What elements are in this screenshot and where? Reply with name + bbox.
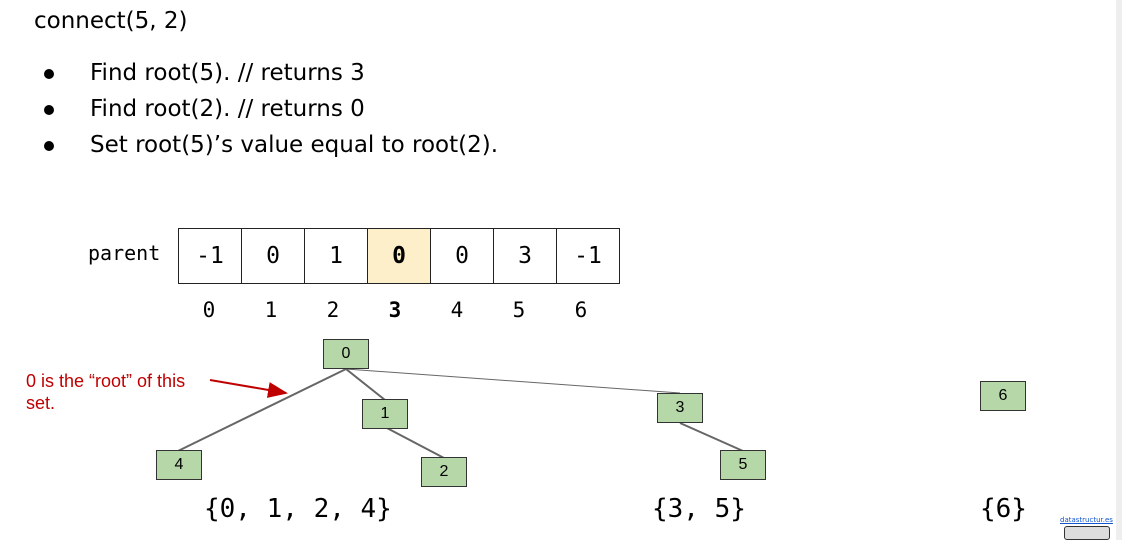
tree-node-1: 1 <box>362 399 408 429</box>
set-label-1: {3, 5} <box>652 494 746 524</box>
array-index-3: 3 <box>388 298 402 322</box>
bullet-item: Find root(5). // returns 3 <box>44 58 498 94</box>
array-index-6: 6 <box>574 298 588 322</box>
edge-0-1 <box>345 368 386 401</box>
tree-node-6: 6 <box>980 381 1026 411</box>
bullet-list: Find root(5). // returns 3 Find root(2).… <box>44 58 498 166</box>
set-label-0: {0, 1, 2, 4} <box>204 494 392 524</box>
tree-node-5: 5 <box>720 450 766 480</box>
array-indices: 0 1 2 3 4 5 6 <box>178 298 612 322</box>
bullet-item: Set root(5)’s value equal to root(2). <box>44 130 498 166</box>
array-index-2: 2 <box>326 298 340 322</box>
bullet-text: Find root(5). // returns 3 <box>90 60 365 86</box>
credit-link[interactable]: datastructur.es <box>1060 516 1113 524</box>
creative-commons-icon <box>1064 526 1110 540</box>
parent-array: -1 0 1 0 0 3 -1 <box>178 228 620 284</box>
array-label: parent <box>88 241 161 265</box>
bullet-dot-icon <box>44 69 54 79</box>
array-cell-5: 3 <box>494 228 557 284</box>
edge-0-4 <box>177 368 347 452</box>
bullet-item: Find root(2). // returns 0 <box>44 94 498 130</box>
array-cell-0: -1 <box>179 228 242 284</box>
edge-3-5 <box>679 422 744 452</box>
tree-node-2: 2 <box>421 457 467 487</box>
bullet-dot-icon <box>44 141 54 151</box>
array-cell-6: -1 <box>557 228 620 284</box>
array-index-5: 5 <box>512 298 526 322</box>
bullet-dot-icon <box>44 105 54 115</box>
annotation-arrow <box>209 379 288 398</box>
bullet-text: Find root(2). // returns 0 <box>90 96 365 122</box>
array-cell-2: 1 <box>305 228 368 284</box>
root-annotation: 0 is the “root” of this set. <box>26 371 186 413</box>
tree-node-0: 0 <box>323 339 369 369</box>
edge-1-2 <box>384 426 445 459</box>
set-label-2: {6} <box>980 494 1027 524</box>
array-cell-4: 0 <box>431 228 494 284</box>
bullet-text: Set root(5)’s value equal to root(2). <box>90 132 499 158</box>
edge-0-3 <box>345 368 681 394</box>
slide-title: connect(5, 2) <box>34 8 188 34</box>
array-index-0: 0 <box>202 298 216 322</box>
tree-node-4: 4 <box>156 450 202 480</box>
array-cell-3: 0 <box>368 228 431 284</box>
scrollbar-track <box>1116 0 1122 540</box>
tree-node-3: 3 <box>657 393 703 423</box>
array-cell-1: 0 <box>242 228 305 284</box>
array-index-4: 4 <box>450 298 464 322</box>
array-index-1: 1 <box>264 298 278 322</box>
